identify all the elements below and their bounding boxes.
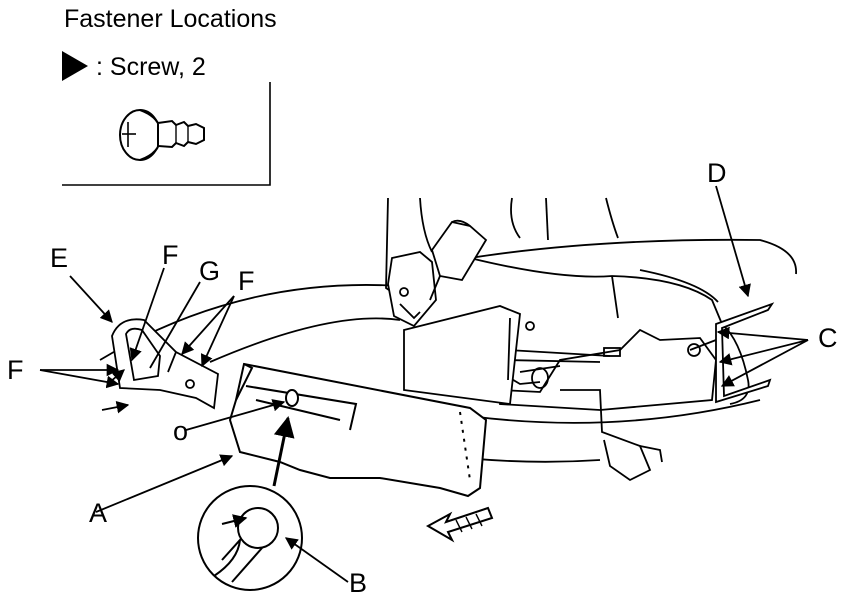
callout-f-left: F bbox=[7, 355, 24, 385]
outer-side-cover bbox=[228, 362, 488, 498]
detail-view bbox=[197, 485, 303, 591]
seat-frame bbox=[499, 320, 717, 482]
seat-belt-buckle bbox=[387, 219, 488, 328]
legend-label: : Screw, 2 bbox=[96, 53, 206, 81]
callout-b: B bbox=[349, 568, 368, 598]
fastener-legend: : Screw, 2 bbox=[62, 51, 206, 82]
rear-bracket bbox=[687, 302, 775, 404]
callout-o: o bbox=[173, 416, 189, 446]
direction-arrow-hatching bbox=[455, 513, 483, 533]
inner-side-trim bbox=[403, 305, 535, 406]
callout-c: C bbox=[818, 323, 838, 353]
page-title: Fastener Locations bbox=[64, 5, 277, 33]
callout-d: D bbox=[707, 158, 727, 188]
screw-icon bbox=[119, 109, 205, 161]
callout-e: E bbox=[50, 243, 69, 273]
direction-arrow-icon bbox=[425, 506, 494, 543]
legend-box bbox=[62, 82, 271, 186]
callout-a: A bbox=[89, 498, 108, 528]
callout-f-top: F bbox=[162, 240, 179, 270]
leader-lines bbox=[39, 185, 809, 583]
triangle-arrow-icon bbox=[62, 51, 88, 81]
callout-f-right: F bbox=[238, 266, 255, 296]
callout-g: G bbox=[199, 256, 221, 286]
